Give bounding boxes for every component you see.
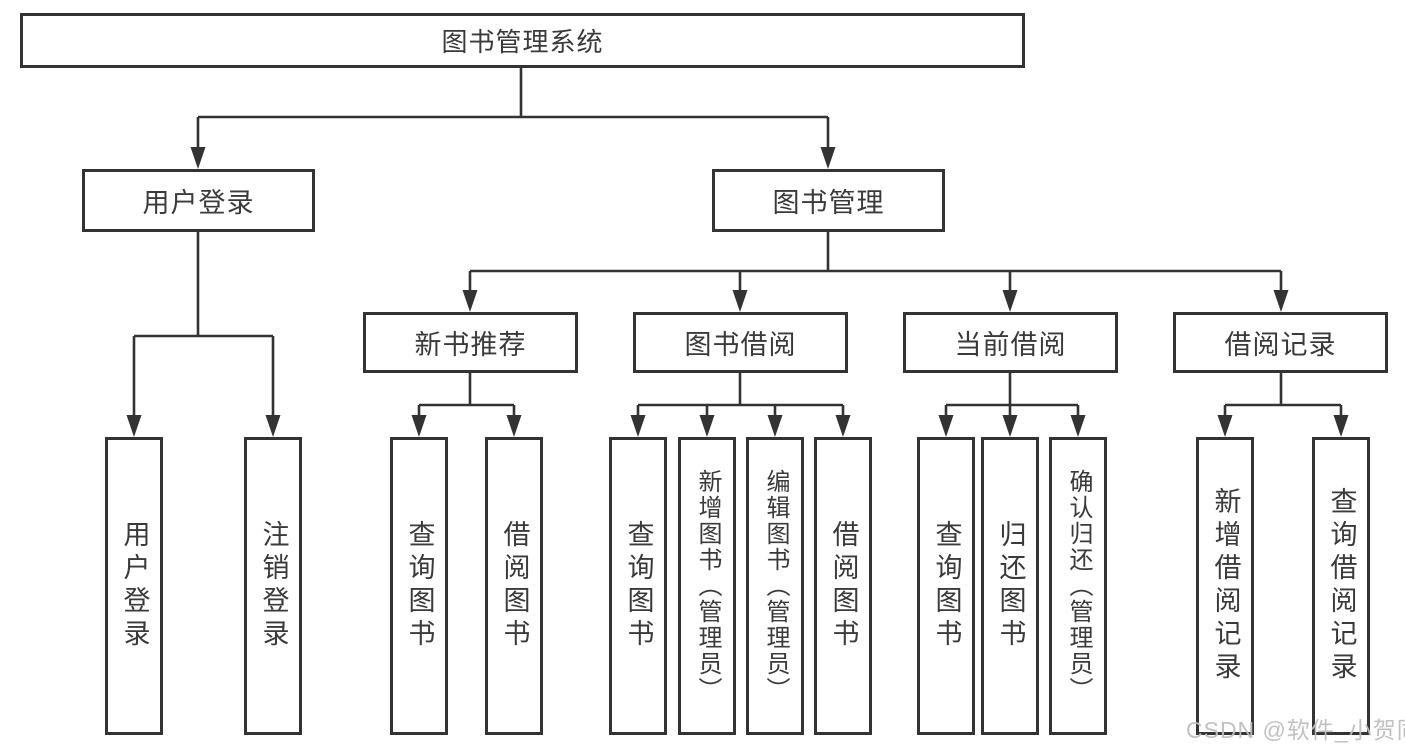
connector-arrowheads [126,147,1349,437]
node-label: 图书借阅 [684,330,797,360]
node-label: 归还图书 [995,520,1026,652]
node-label: 注销登录 [258,520,289,652]
node-label: 新增图书（管理员） [694,469,721,703]
node-label: 查询图书 [623,520,654,652]
leaf-add-book-admin: 新增图书（管理员） [678,437,736,735]
node-label: 编辑图书（管理员） [762,469,789,703]
leaf-return-book: 归还图书 [981,437,1039,735]
leaf-borrow-books-recommend: 借阅图书 [485,437,543,735]
node-label: 借阅记录 [1224,330,1337,360]
leaf-add-borrow-record: 新增借阅记录 [1196,437,1254,735]
leaf-query-borrow-record: 查询借阅记录 [1312,437,1370,735]
leaf-logout: 注销登录 [244,437,302,735]
node-label: 查询图书 [404,520,435,652]
node-current-borrowing: 当前借阅 [903,312,1118,373]
leaf-query-books-recommend: 查询图书 [390,437,448,735]
node-user-login: 用户登录 [82,169,315,232]
node-label: 当前借阅 [954,330,1067,360]
node-borrowing-records: 借阅记录 [1173,312,1388,373]
node-label: 图书管理系统 [441,27,604,57]
node-label: 图书管理 [772,188,885,218]
node-book-borrowing: 图书借阅 [633,312,848,373]
connector-stems [132,68,1343,419]
node-book-management: 图书管理 [712,169,945,232]
leaf-query-books-borrow: 查询图书 [609,437,667,735]
node-label: 查询借阅记录 [1326,487,1357,685]
leaf-query-books-current: 查询图书 [917,437,975,735]
leaf-user-login: 用户登录 [105,437,163,735]
leaf-confirm-return-admin: 确认归还（管理员） [1049,437,1107,735]
node-label: 确认归还（管理员） [1065,469,1092,703]
leaf-edit-book-admin: 编辑图书（管理员） [746,437,804,735]
node-label: 查询图书 [931,520,962,652]
node-library-management-system: 图书管理系统 [20,13,1025,68]
node-label: 借阅图书 [499,520,530,652]
node-label: 新增借阅记录 [1210,487,1241,685]
leaf-borrow-books: 借阅图书 [814,437,872,735]
node-new-book-recommend: 新书推荐 [363,312,578,373]
csdn-watermark: CSDN @软件_小贺同学 [1186,717,1405,743]
node-label: 用户登录 [119,520,150,652]
node-label: 借阅图书 [828,520,859,652]
node-label: 用户登录 [142,188,255,218]
node-label: 新书推荐 [414,330,527,360]
